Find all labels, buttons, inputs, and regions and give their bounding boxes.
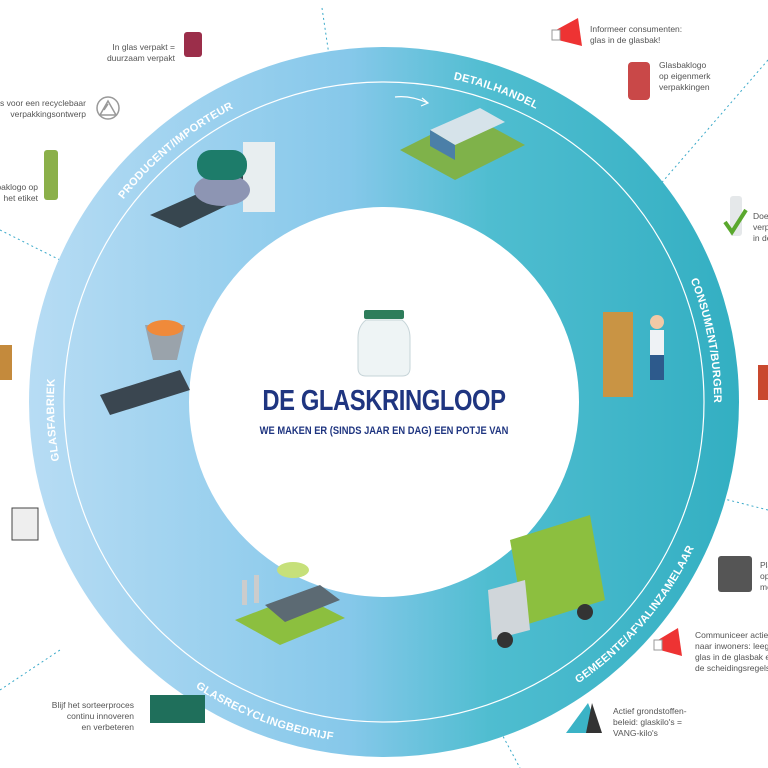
- note-doe: Doe verp in de: [753, 211, 768, 243]
- note-recyclebaar: Kies voor een recyclebaar verpakkingsont…: [0, 98, 86, 119]
- bottling-machine-illustration: [150, 142, 275, 228]
- flipchart-icon: [11, 507, 39, 541]
- glass-jar-icon: [357, 310, 411, 377]
- note-etiket: baklogo op het etiket: [0, 182, 38, 203]
- note-sorteer: Blijf het sorteerproces continu innovere…: [51, 700, 134, 732]
- garbage-truck-illustration: [488, 515, 605, 648]
- consumer-shelf-illustration: [603, 312, 664, 397]
- ring-guide-line: [63, 81, 705, 723]
- labeled-jar-icon: [628, 62, 650, 100]
- wine-bottle-icon: [44, 150, 58, 200]
- recycle-icon: [96, 96, 120, 120]
- page-subtitle: WE MAKEN ER (SINDS JAAR EN DAG) EEN POTJ…: [259, 425, 509, 437]
- megaphone-icon: [551, 18, 582, 46]
- note-eigenmerk: Glasbaklogo op eigenmerk verpakkingen: [659, 60, 711, 92]
- note-pla: Pla op me: [760, 560, 768, 592]
- bottle-icon-left: [0, 345, 12, 380]
- note-glas-verpakt: In glas verpakt = duurzaam verpakt: [106, 42, 175, 63]
- sorting-machine-icon: [150, 695, 205, 723]
- scale-weights-icon-2: [586, 703, 602, 733]
- note-informeer: Informeer consumenten: glas in de glasba…: [590, 24, 683, 45]
- bottle-icon-right: [758, 365, 768, 400]
- jam-jar-icon: [184, 32, 202, 57]
- note-grondstoffen: Actief grondstoffen- beleid: glaskilo's …: [613, 706, 687, 738]
- megaphone-icon-2: [653, 628, 682, 656]
- checkmark-bottle-icon: [723, 196, 748, 236]
- arrow-icon: [394, 96, 430, 107]
- glass-furnace-illustration: [100, 320, 190, 415]
- inner-circle: [189, 207, 579, 597]
- note-communiceer: Communiceer actief naar inwoners: leeg g…: [695, 630, 768, 673]
- glass-container-icon: [718, 556, 752, 592]
- page-title: DE GLASKRINGLOOP: [262, 385, 506, 417]
- recycling-plant-illustration: [235, 562, 345, 645]
- retail-store-illustration: [400, 108, 525, 180]
